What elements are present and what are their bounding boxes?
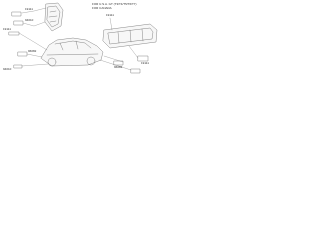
- part-number-label: 19111: [3, 27, 11, 31]
- part-number-label: 96082: [28, 49, 37, 53]
- note-usa: FOR U.S.A. GT (T3/T4/T5/T6/T7): [92, 2, 137, 6]
- leader-lines: [18, 7, 139, 71]
- label-plate-right: [113, 55, 149, 74]
- part-number-label: 96082: [114, 65, 123, 69]
- part-number-label: 19111: [25, 7, 33, 11]
- trim-strip-right: [102, 23, 158, 49]
- diagram-drawing: [8, 2, 158, 74]
- part-number-label: 19111: [106, 13, 114, 17]
- part-number-label: 19111: [141, 61, 149, 65]
- note-canada: FOR CANADA: [92, 5, 112, 10]
- diagram-notes: FOR U.S.A. GT (T3/T4/T5/T6/T7) FOR CANAD…: [92, 2, 137, 10]
- vehicle-outline: [40, 37, 104, 67]
- part-number-label: 94010: [3, 67, 12, 71]
- parts-diagram: FOR U.S.A. GT (T3/T4/T5/T6/T7) FOR CANAD…: [0, 0, 160, 80]
- part-number-label: 94010: [25, 18, 34, 22]
- trim-panel-top-left: [44, 2, 64, 32]
